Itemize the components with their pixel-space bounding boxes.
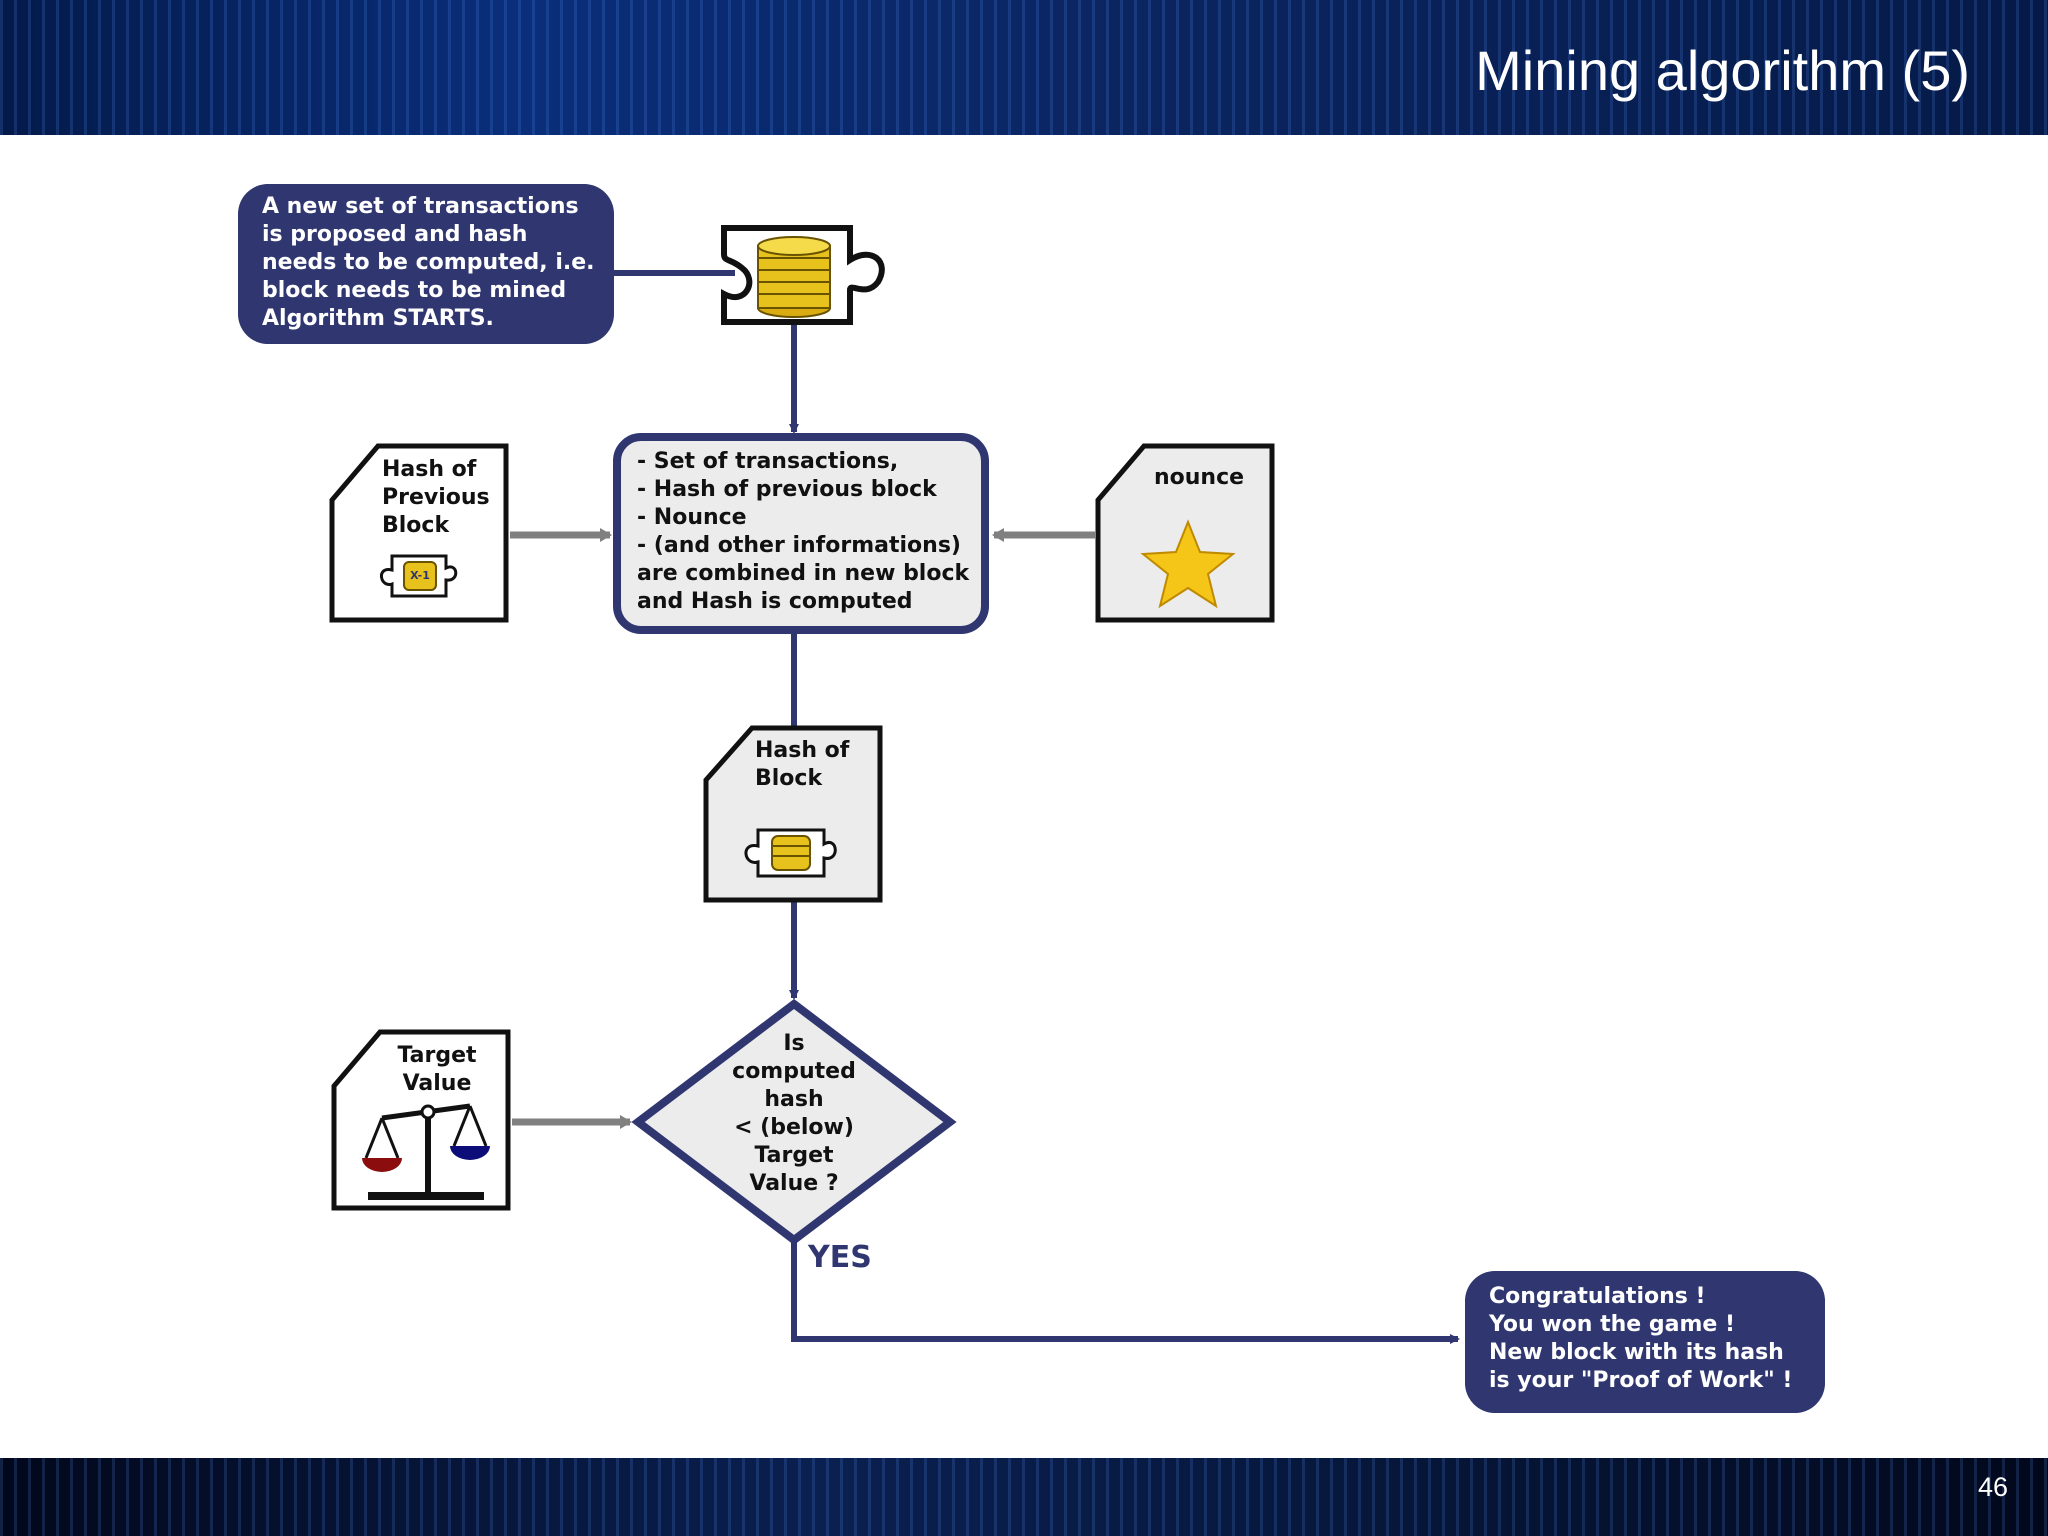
nounce-card-label: nounce xyxy=(1153,465,1245,490)
yes-label: YES xyxy=(808,1240,872,1275)
combine-box-shape xyxy=(613,433,989,634)
footer-pattern xyxy=(0,1458,2048,1536)
target-line: Target xyxy=(397,1043,477,1068)
header-banner xyxy=(0,0,2048,135)
combine-line: and Hash is computed xyxy=(637,589,913,614)
start-line: Algorithm STARTS. xyxy=(262,306,494,331)
prev-hash-line: Block xyxy=(382,513,450,538)
end-line: Congratulations ! xyxy=(1489,1284,1706,1309)
prev-hash-piece-label: X-1 xyxy=(410,569,430,582)
block-hash-card: Hash of Block xyxy=(755,737,875,793)
prev-hash-line: Hash of xyxy=(382,457,477,482)
combine-line: - (and other informations) xyxy=(637,533,961,558)
balance-scale-icon xyxy=(362,1103,490,1200)
combine-box: - Set of transactions, - Hash of previou… xyxy=(637,448,983,616)
block-puzzle-icon xyxy=(721,225,885,325)
end-line: New block with its hash xyxy=(1489,1340,1784,1365)
yes-path-arrow xyxy=(791,1236,1460,1344)
star-icon xyxy=(1140,519,1236,609)
target-card: Target Value xyxy=(386,1042,488,1098)
decision-line: Is xyxy=(783,1031,805,1056)
block-hash-line: Block xyxy=(755,766,823,791)
slide-title: Mining algorithm (5) xyxy=(1475,39,1970,102)
start-line: block needs to be mined xyxy=(262,278,567,303)
prev-hash-card-shape xyxy=(329,443,509,623)
decision-line: hash xyxy=(764,1087,824,1112)
decision-text: Is computed hash < (below) Target Value … xyxy=(704,1030,884,1198)
start-line: needs to be computed, i.e. xyxy=(262,250,595,275)
target-line: Value xyxy=(402,1071,472,1096)
combine-line: - Nounce xyxy=(637,505,747,530)
footer-banner xyxy=(0,1458,2048,1536)
decision-diamond-shape xyxy=(631,998,957,1246)
decision-line: < (below) xyxy=(734,1115,854,1140)
start-line: is proposed and hash xyxy=(262,222,528,247)
start-bubble: A new set of transactions is proposed an… xyxy=(238,184,614,344)
end-line: You won the game ! xyxy=(1489,1312,1735,1337)
banner-pattern xyxy=(0,0,2048,135)
decision-line: computed xyxy=(732,1059,856,1084)
start-line: A new set of transactions xyxy=(262,194,579,219)
end-bubble: Congratulations ! You won the game ! New… xyxy=(1465,1271,1825,1413)
block-hash-line: Hash of xyxy=(755,738,850,763)
end-line: is your "Proof of Work" ! xyxy=(1489,1368,1793,1393)
prev-hash-card: Hash of Previous Block xyxy=(382,456,502,540)
prev-block-puzzle-icon xyxy=(380,554,458,598)
page-number: 46 xyxy=(1977,1472,2008,1502)
decision-line: Target xyxy=(754,1143,834,1168)
decision-line: Value ? xyxy=(749,1171,839,1196)
block-hash-puzzle-icon xyxy=(744,828,837,878)
combine-line: - Set of transactions, xyxy=(637,449,899,474)
combine-line: are combined in new block xyxy=(637,561,970,586)
combine-line: - Hash of previous block xyxy=(637,477,937,502)
prev-hash-line: Previous xyxy=(382,485,490,510)
